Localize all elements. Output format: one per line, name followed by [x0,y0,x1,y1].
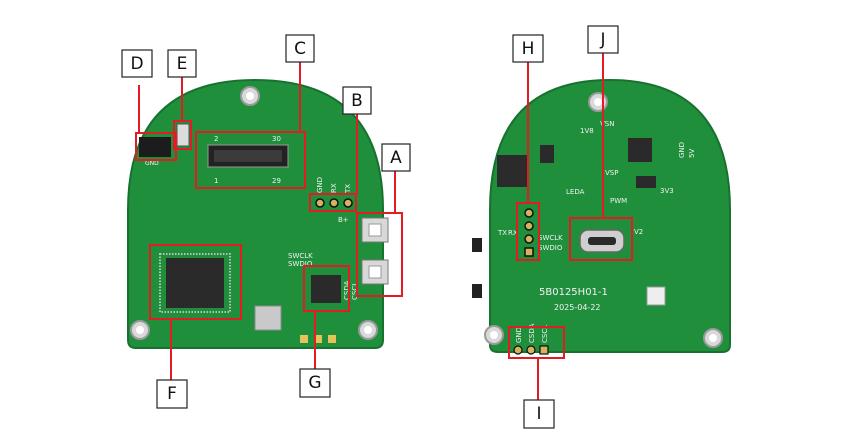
svg-text:H: H [522,39,535,59]
front-tx-label: TX [344,184,352,194]
back-date: 2025-04-22 [554,303,601,312]
front-main-mcu [166,258,224,308]
front-cscl-label: CSCL [351,282,359,300]
front-qfn-chip [311,275,341,303]
highlight-a [356,212,403,297]
back-highlights [508,52,633,400]
front-conn-pin29: 29 [272,177,281,185]
svg-text:D: D [130,54,143,74]
back-swclk-label: SWCLK [538,234,563,242]
front-rx-label: RX [330,183,338,193]
front-highlights [135,60,403,380]
front-battery-connector [139,137,171,157]
svg-text:B: B [351,91,363,111]
svg-text:F: F [167,384,177,404]
callout-f: F [156,379,188,409]
back-led [646,286,666,306]
back-tx-label: TX [497,229,507,237]
highlight-d [135,132,177,161]
front-pad-tx [343,198,353,208]
back-5v-label: 5V [688,149,696,158]
svg-text:A: A [390,148,402,168]
highlight-c [195,131,306,189]
back-pad-cscl-label: CSCL [541,325,549,343]
callout-b: B [342,86,372,115]
back-pad-tx [524,208,534,218]
highlight-b [309,193,357,212]
back-board: VSN 1V8 VSP GND 5V 3V3 LEDA PWM V2 TX RX… [472,78,731,355]
highlight-i [508,326,565,359]
front-crystal [254,305,282,331]
front-bat-label: B+ [338,216,349,224]
callout-a: A [381,143,411,172]
front-small-component [176,123,190,147]
callout-e: E [167,49,197,78]
back-ic-3 [636,176,656,188]
back-vsn-label: VSN [600,120,614,128]
front-swclk-label: SWCLK [288,252,313,260]
callout-h: H [512,34,544,63]
svg-text:I: I [536,404,541,424]
svg-text:C: C [294,39,306,59]
back-pad-csda [526,345,536,355]
back-pad-gnd-label: GND [515,327,523,343]
back-gnd-label: GND [678,142,686,158]
back-rx-label: RX [508,229,518,237]
front-conn-pin1: 1 [214,177,218,185]
highlight-j [569,217,633,261]
highlight-g [303,265,350,312]
callout-i: I [523,399,555,429]
front-conn-pin30: 30 [272,135,281,143]
back-ic-2 [540,145,554,163]
back-swdio-label: SWDIO [538,244,563,252]
callout-labels: A B C D E F G H [121,25,619,429]
back-pwm-label: PWM [610,197,627,205]
front-swdio-label: SWDIO [288,260,313,268]
front-pad-gnd [315,198,325,208]
back-leda-label: LEDA [566,188,585,196]
back-v2-label: V2 [634,228,643,236]
callout-d: D [121,49,153,78]
callout-g: G [299,368,331,398]
back-pad-gnd [513,345,523,355]
callout-c: C [285,34,315,63]
highlight-f [149,244,242,320]
front-csda-label: CSDA [343,280,351,300]
back-ic-1 [628,138,652,162]
back-pad-csda-label: CSDA [528,323,536,343]
front-pad-rx [329,198,339,208]
front-gnd-label: GND [316,177,324,193]
front-gnd-silk: GND [145,160,159,167]
back-pcb-code: 5B0125H01-1 [539,287,608,298]
svg-text:E: E [177,54,188,74]
back-pad-swclk [524,234,534,244]
svg-text:J: J [599,30,605,50]
back-pad-cscl [539,345,549,355]
back-inductor [497,155,529,187]
back-vsp-label: VSP [605,169,618,177]
back-3v3-label: 3V3 [660,187,674,195]
svg-text:G: G [308,373,321,393]
back-pad-swdio [524,247,534,257]
front-conn-pin2: 2 [214,135,218,143]
callout-j: J [587,25,619,54]
back-1v8-label: 1V8 [580,127,594,135]
back-pad-rx [524,221,534,231]
